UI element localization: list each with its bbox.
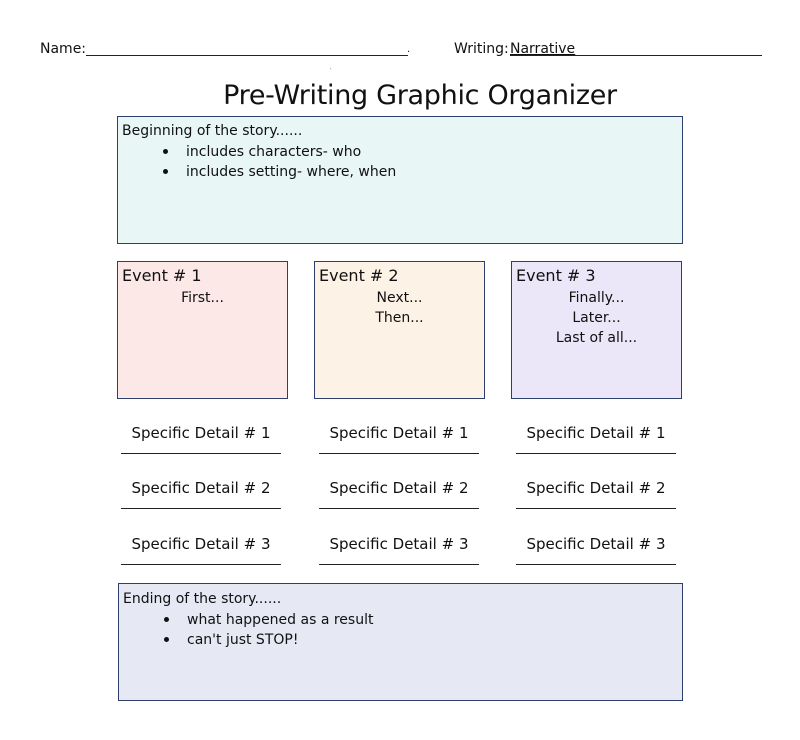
detail-write-line bbox=[319, 508, 479, 509]
detail-label: Specific Detail # 2 bbox=[329, 479, 469, 497]
beginning-bullet: includes characters- who bbox=[163, 142, 396, 162]
event-title: Event # 1 bbox=[122, 266, 202, 285]
event-prompt: Last of all... bbox=[555, 330, 638, 346]
event-box-3[interactable]: Event # 3 Finally... Later... Last of al… bbox=[511, 261, 682, 399]
event-prompt: Next... bbox=[376, 290, 423, 306]
ending-bullet: what happened as a result bbox=[164, 610, 373, 630]
writing-blank-line[interactable] bbox=[510, 55, 762, 56]
detail-field[interactable]: Specific Detail # 3 bbox=[121, 534, 281, 574]
detail-write-line bbox=[121, 453, 281, 454]
detail-field[interactable]: Specific Detail # 1 bbox=[516, 423, 676, 463]
detail-label: Specific Detail # 2 bbox=[526, 479, 666, 497]
detail-write-line bbox=[121, 508, 281, 509]
detail-field[interactable]: Specific Detail # 2 bbox=[121, 478, 281, 518]
detail-write-line bbox=[121, 564, 281, 565]
event-prompts: Finally... Later... Last of all... bbox=[512, 288, 681, 348]
detail-field[interactable]: Specific Detail # 3 bbox=[319, 534, 479, 574]
detail-write-line bbox=[516, 564, 676, 565]
detail-label: Specific Detail # 1 bbox=[131, 424, 271, 442]
detail-field[interactable]: Specific Detail # 2 bbox=[516, 478, 676, 518]
detail-field[interactable]: Specific Detail # 3 bbox=[516, 534, 676, 574]
detail-write-line bbox=[319, 564, 479, 565]
event-prompt: Later... bbox=[572, 310, 621, 326]
beginning-box[interactable]: Beginning of the story...... includes ch… bbox=[117, 116, 683, 244]
detail-label: Specific Detail # 3 bbox=[329, 535, 469, 553]
name-line-end-dot: . bbox=[407, 44, 411, 55]
detail-field[interactable]: Specific Detail # 2 bbox=[319, 478, 479, 518]
name-label: Name: bbox=[40, 41, 87, 57]
event-prompt: Then... bbox=[375, 310, 424, 326]
detail-field[interactable]: Specific Detail # 1 bbox=[319, 423, 479, 463]
beginning-heading: Beginning of the story...... bbox=[122, 123, 303, 139]
stray-mark: ˙ bbox=[329, 68, 333, 76]
detail-label: Specific Detail # 1 bbox=[526, 424, 666, 442]
ending-box[interactable]: Ending of the story...... what happened … bbox=[118, 583, 683, 701]
writing-value: Narrative bbox=[510, 41, 576, 57]
ending-bullet: can't just STOP! bbox=[164, 630, 373, 650]
event-prompts: First... bbox=[118, 288, 287, 308]
event-title: Event # 2 bbox=[319, 266, 399, 285]
detail-field[interactable]: Specific Detail # 1 bbox=[121, 423, 281, 463]
detail-write-line bbox=[516, 453, 676, 454]
detail-label: Specific Detail # 3 bbox=[131, 535, 271, 553]
event-prompts: Next... Then... bbox=[315, 288, 484, 328]
beginning-bullet: includes setting- where, when bbox=[163, 162, 396, 182]
ending-heading: Ending of the story...... bbox=[123, 591, 282, 607]
writing-label: Writing: bbox=[454, 41, 509, 57]
name-blank-line[interactable] bbox=[86, 55, 408, 56]
beginning-bullet-list: includes characters- who includes settin… bbox=[163, 142, 396, 182]
event-prompt: Finally... bbox=[568, 290, 625, 306]
event-box-1[interactable]: Event # 1 First... bbox=[117, 261, 288, 399]
page-title: Pre-Writing Graphic Organizer bbox=[223, 80, 617, 111]
ending-bullet-list: what happened as a result can't just STO… bbox=[164, 610, 373, 650]
detail-write-line bbox=[516, 508, 676, 509]
event-box-2[interactable]: Event # 2 Next... Then... bbox=[314, 261, 485, 399]
event-prompt: First... bbox=[181, 290, 224, 306]
detail-write-line bbox=[319, 453, 479, 454]
event-title: Event # 3 bbox=[516, 266, 596, 285]
detail-label: Specific Detail # 3 bbox=[526, 535, 666, 553]
detail-label: Specific Detail # 2 bbox=[131, 479, 271, 497]
detail-label: Specific Detail # 1 bbox=[329, 424, 469, 442]
